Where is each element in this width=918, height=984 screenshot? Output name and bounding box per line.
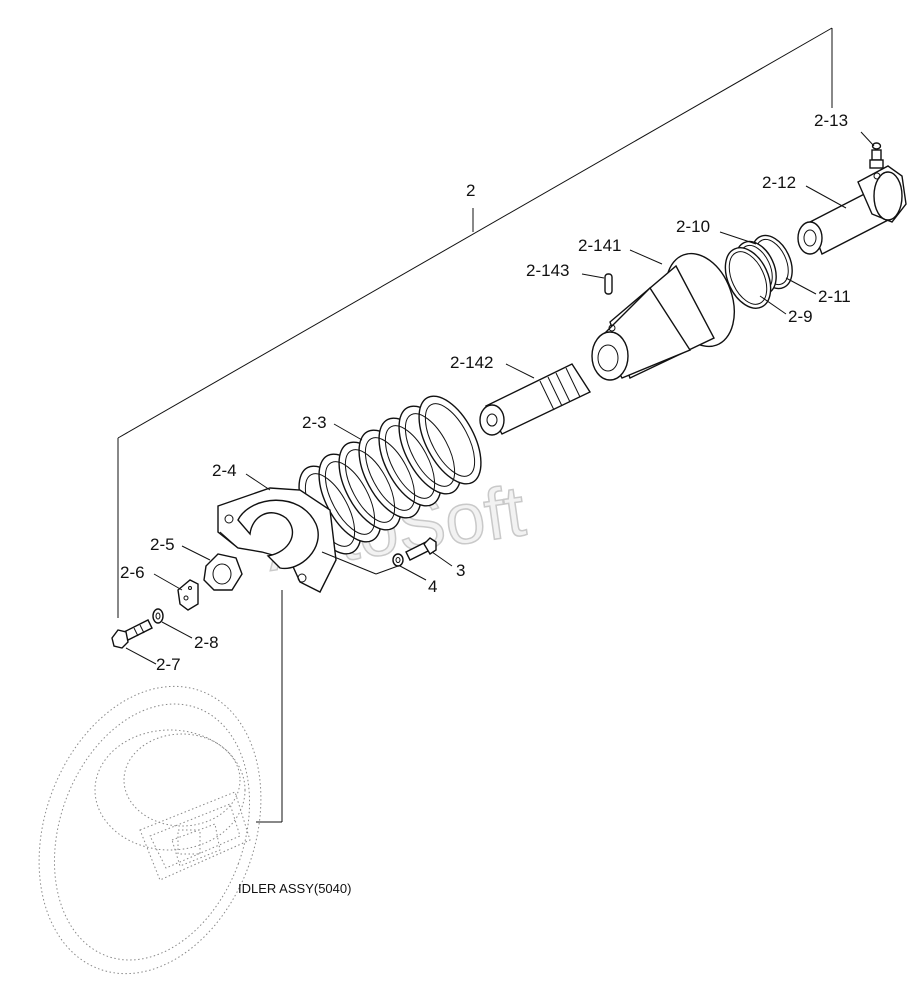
- callout-2-4: 2-4: [212, 461, 237, 480]
- shaft-part: [479, 363, 592, 436]
- callout-2-7: 2-7: [156, 655, 181, 674]
- callout-2-8: 2-8: [194, 633, 219, 652]
- nut-part: [203, 553, 243, 591]
- grease-nipple-part: [869, 142, 884, 169]
- callout-4: 4: [428, 577, 437, 596]
- bolt-part: [111, 619, 153, 649]
- idler-assy-ghost: [38, 685, 262, 975]
- lock-plate-part: [177, 579, 199, 611]
- callout-2-11: 2-11: [818, 287, 851, 306]
- callout-3: 3: [456, 561, 465, 580]
- callout-2: 2: [466, 181, 475, 200]
- bracket-cone-part: [591, 252, 735, 381]
- yoke-part: [217, 487, 337, 593]
- callout-2-6: 2-6: [120, 563, 145, 582]
- seal-rings-part: [724, 234, 793, 309]
- small-washer-part: [392, 553, 404, 567]
- idler-assy-label: IDLER ASSY(5040): [238, 881, 351, 896]
- callout-2-9: 2-9: [788, 307, 813, 326]
- callout-2-141: 2-141: [578, 236, 621, 255]
- leader-lines: [125, 131, 875, 665]
- callout-2-10: 2-10: [676, 217, 710, 236]
- callout-labels: 2 2-13 2-12 2-10 2-141 2-143 2-11 2-9 2-…: [120, 111, 851, 896]
- assembly-bracket-2: [117, 27, 833, 823]
- callout-2-12: 2-12: [762, 173, 796, 192]
- callout-2-142: 2-142: [450, 353, 493, 372]
- small-bolt-part: [405, 537, 437, 561]
- pin-part: [604, 273, 613, 295]
- rod-part: [797, 165, 907, 255]
- callout-2-3: 2-3: [302, 413, 327, 432]
- washer-part: [152, 608, 164, 624]
- callout-2-143: 2-143: [526, 261, 569, 280]
- callout-2-13: 2-13: [814, 111, 848, 130]
- callout-2-5: 2-5: [150, 535, 175, 554]
